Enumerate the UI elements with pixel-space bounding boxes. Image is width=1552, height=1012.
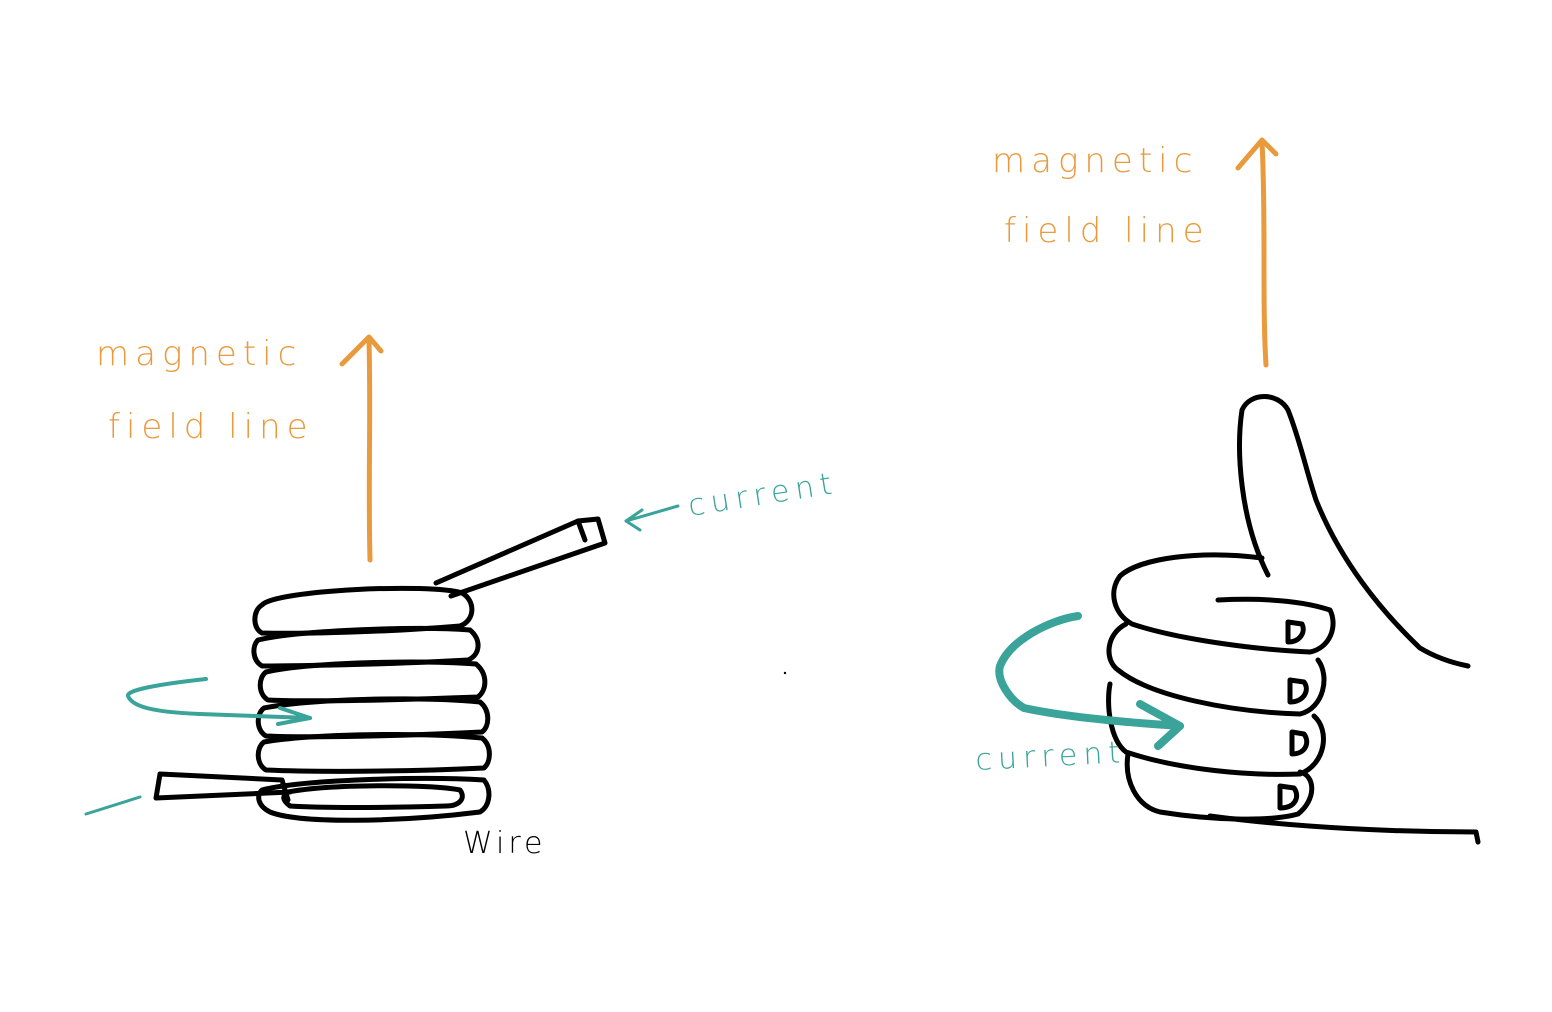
coil-current-label: current [686,466,840,524]
coil-wire-label: Wire [463,826,546,861]
coil-field-label-line2: field line [108,407,314,447]
hand-diagram: magnetic field line current [975,137,1481,845]
hand-fingers [1106,552,1336,822]
coil-turns [251,585,492,823]
hand-field-label-line2: field line [1004,211,1210,251]
coil-top-lead-wire [433,516,608,599]
hand-current-label: current [975,735,1127,778]
coil-diagram: magnetic field line [84,334,840,861]
hand-current-arrow [995,612,1184,750]
hand-field-label-line1: magnetic [992,141,1198,181]
coil-current-pointer [624,504,680,532]
coil-bottom-lead-wire [153,771,293,803]
coil-field-arrow [339,334,384,563]
hand-field-arrow [1235,137,1279,368]
coil-current-arrow [84,677,312,816]
stray-dot [783,671,787,675]
coil-field-label-line1: magnetic [96,334,302,374]
